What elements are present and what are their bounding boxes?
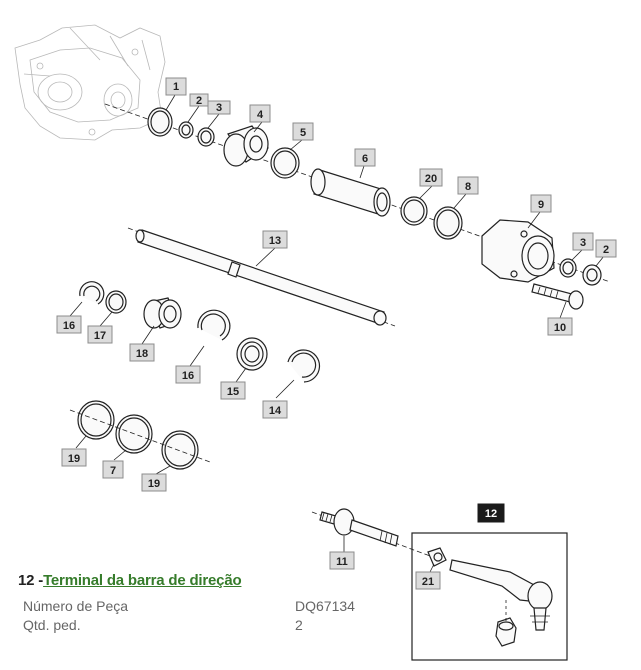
callout-18[interactable]: 18 <box>129 343 155 362</box>
callout-3-right[interactable]: 3 <box>572 232 594 251</box>
part-12-tie-rod-end <box>449 559 553 647</box>
callout-7[interactable]: 7 <box>102 460 124 479</box>
part-1-seal <box>147 107 173 137</box>
quantity-value: 2 <box>295 617 303 633</box>
part-18-bushing <box>143 297 182 329</box>
part-info-panel: 12 -Terminal da barra de direção Número … <box>18 572 418 635</box>
svg-text:16: 16 <box>63 320 75 332</box>
svg-text:5: 5 <box>300 127 306 139</box>
callout-5[interactable]: 5 <box>292 122 314 141</box>
callout-6[interactable]: 6 <box>354 148 376 167</box>
part-2-ring <box>178 121 194 139</box>
callout-11[interactable]: 11 <box>329 551 355 570</box>
svg-text:16: 16 <box>182 370 194 382</box>
part-number-prefix: 12 - <box>18 572 44 589</box>
callout-13[interactable]: 13 <box>262 230 288 249</box>
svg-text:3: 3 <box>216 102 222 114</box>
quantity-row: Qtd. ped. 2 <box>18 616 418 635</box>
quantity-label: Qtd. ped. <box>23 617 81 633</box>
callout-8[interactable]: 8 <box>457 176 479 195</box>
callout-20[interactable]: 20 <box>419 168 443 187</box>
svg-text:11: 11 <box>336 556 348 568</box>
svg-text:2: 2 <box>196 95 202 107</box>
part-3-ring <box>197 127 215 147</box>
callout-15[interactable]: 15 <box>220 381 246 400</box>
svg-text:6: 6 <box>362 153 368 165</box>
svg-text:9: 9 <box>538 199 544 211</box>
svg-text:10: 10 <box>554 322 566 334</box>
part-3-ring-right <box>559 258 577 278</box>
svg-text:12: 12 <box>485 508 497 520</box>
callout-16-middle[interactable]: 16 <box>175 365 201 384</box>
callout-9[interactable]: 9 <box>530 194 552 213</box>
svg-text:19: 19 <box>148 478 160 490</box>
callout-19-right[interactable]: 19 <box>141 473 167 492</box>
part-16-snap-ring <box>79 281 105 305</box>
callout-21[interactable]: 21 <box>415 571 441 590</box>
part-2-ring-right <box>582 264 602 286</box>
svg-text:4: 4 <box>257 109 264 121</box>
leader-lines <box>69 94 605 573</box>
svg-text:21: 21 <box>422 576 434 588</box>
part-10-bolt <box>531 283 584 310</box>
part-15-ring <box>236 337 268 371</box>
steering-housing-outline <box>14 24 166 141</box>
part-5-ring <box>270 147 300 179</box>
svg-text:18: 18 <box>136 348 148 360</box>
part-17-ring <box>105 290 127 314</box>
callout-4[interactable]: 4 <box>249 104 271 123</box>
part-6-sleeve <box>310 168 391 217</box>
svg-text:14: 14 <box>269 405 282 417</box>
svg-text:15: 15 <box>227 386 239 398</box>
callout-17[interactable]: 17 <box>87 325 113 344</box>
part-8-ring <box>433 206 463 240</box>
callout-10[interactable]: 10 <box>547 317 573 336</box>
part-11-inner-tie-rod <box>311 508 431 557</box>
svg-text:1: 1 <box>173 81 179 93</box>
svg-text:17: 17 <box>94 330 106 342</box>
callout-1[interactable]: 1 <box>165 77 187 96</box>
svg-text:2: 2 <box>603 244 609 256</box>
part-4-bushing <box>223 125 269 167</box>
part-9-housing <box>481 219 555 283</box>
part-14-snap-ring <box>287 349 321 383</box>
svg-text:20: 20 <box>425 173 437 185</box>
callout-3[interactable]: 3 <box>207 100 231 115</box>
callout-16[interactable]: 16 <box>56 315 82 334</box>
callout-19[interactable]: 19 <box>61 448 87 467</box>
callout-12[interactable]: 12 <box>477 503 505 523</box>
part-12-highlight-box <box>411 532 568 661</box>
svg-text:13: 13 <box>269 235 281 247</box>
part-19-seal-2 <box>161 430 199 470</box>
part-21-nut <box>427 547 447 567</box>
part-13-rack-shaft <box>127 227 396 327</box>
part-title-link[interactable]: Terminal da barra de direção <box>43 572 242 589</box>
callout-14[interactable]: 14 <box>262 400 288 419</box>
svg-text:8: 8 <box>465 181 471 193</box>
part-number-label: Número de Peça <box>23 598 129 614</box>
svg-text:7: 7 <box>110 465 116 477</box>
part-16-snap-ring-2 <box>197 309 231 341</box>
part-number-row: Número de Peça DQ67134 <box>18 597 418 616</box>
part-title: 12 -Terminal da barra de direção <box>18 572 418 589</box>
callout-2-right[interactable]: 2 <box>595 239 617 258</box>
svg-text:3: 3 <box>580 237 586 249</box>
svg-text:19: 19 <box>68 453 80 465</box>
part-number-value: DQ67134 <box>295 598 355 614</box>
part-20-ring <box>400 196 428 226</box>
callout-2[interactable]: 2 <box>189 93 209 107</box>
